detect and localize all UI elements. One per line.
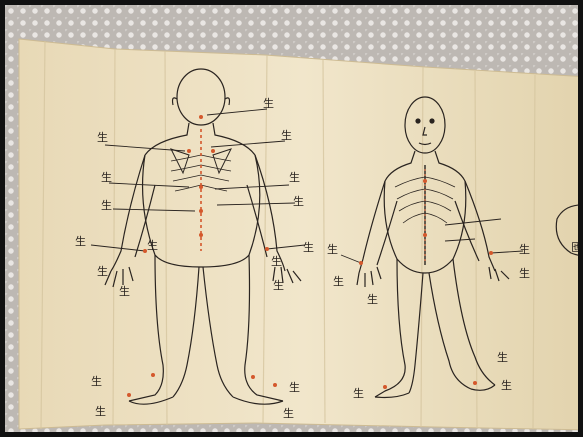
label: 生	[293, 194, 304, 208]
label: 生	[333, 274, 344, 288]
label: 生	[281, 128, 292, 142]
label: 生	[367, 292, 378, 306]
label: 生	[271, 254, 282, 268]
label: 生	[75, 234, 86, 248]
label: 生	[501, 378, 512, 392]
label: 生	[95, 404, 106, 418]
label: 生	[289, 170, 300, 184]
label: 生	[91, 374, 102, 388]
acupoint-labels: 生 生 生 生 生 生 生 生 生 生 生 生 生 生 生 生 生 生 生 生 …	[5, 5, 583, 437]
label: 生	[101, 170, 112, 184]
label: 生	[519, 242, 530, 256]
label: 生	[101, 198, 112, 212]
label: 生	[263, 96, 274, 110]
label: 生	[497, 350, 508, 364]
label: 生	[303, 240, 314, 254]
label: 生	[327, 242, 338, 256]
label: 生	[353, 386, 364, 400]
label: 生	[97, 130, 108, 144]
label: 生	[519, 266, 530, 280]
label: 生	[119, 284, 130, 298]
label: 生	[97, 264, 108, 278]
label: 匜	[571, 241, 582, 254]
label: 生	[283, 406, 294, 420]
label: 生	[147, 238, 158, 252]
label: 生	[273, 278, 284, 292]
label: 生	[289, 380, 300, 394]
